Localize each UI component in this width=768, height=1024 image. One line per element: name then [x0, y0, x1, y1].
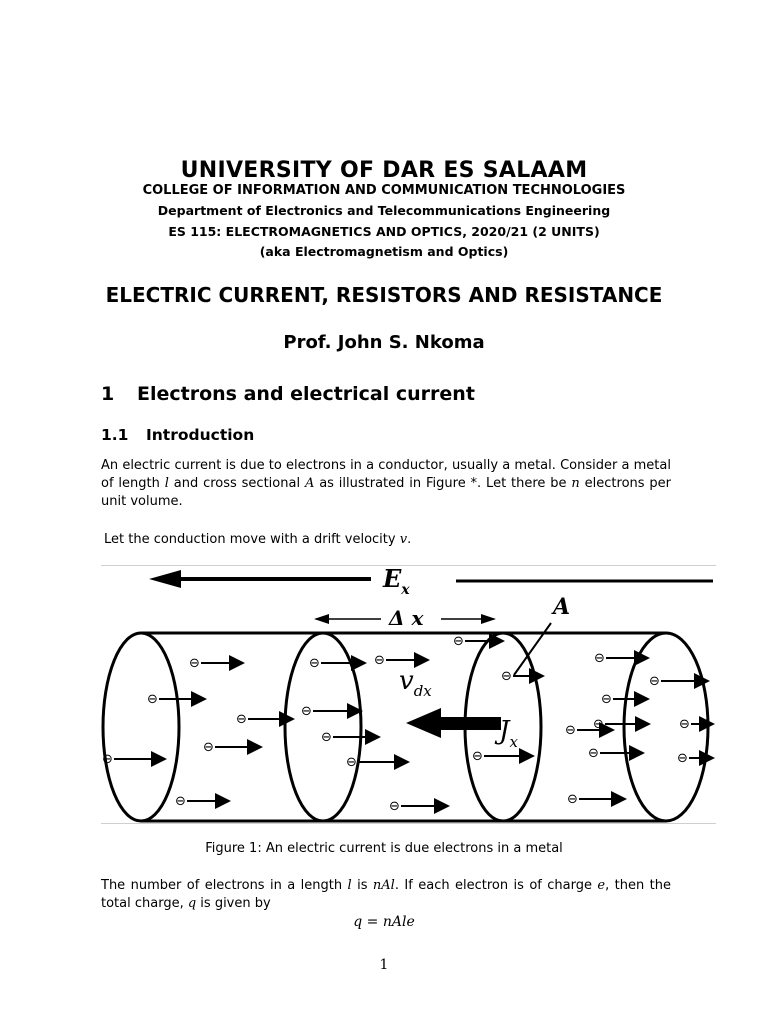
- svg-text:⊖: ⊖: [601, 692, 612, 707]
- electron: ⊖: [321, 729, 381, 745]
- svg-text:⊖: ⊖: [189, 656, 200, 671]
- svg-text:⊖: ⊖: [453, 634, 464, 649]
- svg-text:⊖: ⊖: [374, 653, 385, 668]
- velocity-label: vdx: [399, 666, 432, 700]
- electron: ⊖: [301, 703, 363, 719]
- electron: ⊖: [147, 691, 207, 707]
- subsection-heading: 1.1 Introduction: [101, 426, 254, 444]
- electron: ⊖: [374, 652, 430, 668]
- svg-text:⊖: ⊖: [389, 799, 400, 814]
- electron: ⊖: [565, 722, 615, 738]
- course-subtitle: (aka Electromagnetism and Optics): [259, 244, 509, 259]
- college-name: COLLEGE OF INFORMATION AND COMMUNICATION…: [142, 183, 626, 198]
- electron: ⊖: [588, 745, 645, 761]
- electron: ⊖: [203, 739, 263, 755]
- figure-bottom-rule: [101, 823, 716, 824]
- electron: ⊖: [346, 754, 410, 770]
- figure-caption: Figure 1: An electric current is due ele…: [205, 841, 563, 856]
- svg-text:⊖: ⊖: [588, 746, 599, 761]
- author-name: Prof. John S. Nkoma: [283, 332, 485, 353]
- department-name: Department of Electronics and Telecommun…: [157, 203, 611, 218]
- svg-text:⊖: ⊖: [175, 794, 186, 809]
- document-title: ELECTRIC CURRENT, RESISTORS AND RESISTAN…: [105, 283, 663, 307]
- electron: ⊖: [501, 668, 545, 684]
- electron: ⊖: [649, 673, 710, 689]
- subsection-number: 1.1: [101, 426, 129, 444]
- conductor-figure: Ex Δ x A ⊖ ⊖ ⊖ ⊖ ⊖ ⊖ ⊖ ⊖ ⊖ ⊖ ⊖ ⊖ ⊖ ⊖ ⊖ ⊖…: [101, 567, 715, 823]
- svg-text:⊖: ⊖: [236, 712, 247, 727]
- electron: ⊖: [453, 633, 505, 649]
- electron: ⊖: [389, 798, 450, 814]
- svg-text:⊖: ⊖: [501, 669, 512, 684]
- electron: ⊖: [679, 716, 715, 732]
- electron: ⊖: [309, 655, 367, 671]
- electron: ⊖: [567, 791, 627, 807]
- electron: ⊖: [472, 748, 535, 764]
- electron: ⊖: [677, 750, 715, 766]
- svg-text:⊖: ⊖: [147, 692, 158, 707]
- current-label: Jx: [494, 716, 518, 751]
- electron: ⊖: [175, 793, 231, 809]
- drift-paragraph: Let the conduction move with a drift vel…: [104, 532, 412, 547]
- delta-x-label: Δ x: [388, 606, 424, 630]
- svg-text:⊖: ⊖: [309, 656, 320, 671]
- course-title: ES 115: ELECTROMAGNETICS AND OPTICS, 202…: [168, 224, 600, 239]
- svg-text:⊖: ⊖: [472, 749, 483, 764]
- section-title: Electrons and electrical current: [137, 383, 475, 405]
- svg-text:⊖: ⊖: [321, 730, 332, 745]
- current-arrow: [406, 708, 501, 738]
- svg-text:⊖: ⊖: [679, 717, 690, 732]
- electron: ⊖: [236, 711, 295, 727]
- svg-text:⊖: ⊖: [346, 755, 357, 770]
- electron: ⊖: [102, 751, 167, 767]
- svg-text:⊖: ⊖: [301, 704, 312, 719]
- svg-text:⊖: ⊖: [677, 751, 688, 766]
- intro-paragraph: An electric current is due to electrons …: [101, 458, 672, 509]
- electrons: ⊖ ⊖ ⊖ ⊖ ⊖ ⊖ ⊖ ⊖ ⊖ ⊖ ⊖ ⊖ ⊖ ⊖ ⊖ ⊖ ⊖ ⊖ ⊖ ⊖ …: [102, 633, 715, 814]
- charge-paragraph: The number of electrons in a length l is…: [101, 878, 672, 911]
- delta-arrows: [314, 614, 496, 624]
- area-label: A: [551, 594, 570, 620]
- electron: ⊖: [189, 655, 245, 671]
- svg-text:⊖: ⊖: [203, 740, 214, 755]
- electron: ⊖: [601, 691, 650, 707]
- charge-equation: q = nAle: [353, 914, 415, 930]
- section-number: 1: [101, 383, 115, 405]
- svg-text:⊖: ⊖: [593, 717, 604, 732]
- page-number: 1: [379, 957, 389, 973]
- svg-text:⊖: ⊖: [565, 723, 576, 738]
- field-label: Ex: [382, 567, 410, 598]
- svg-text:⊖: ⊖: [567, 792, 578, 807]
- electron: ⊖: [594, 650, 650, 666]
- svg-text:⊖: ⊖: [594, 651, 605, 666]
- figure-top-rule: [101, 565, 716, 566]
- subsection-title: Introduction: [146, 426, 255, 444]
- svg-text:⊖: ⊖: [102, 752, 113, 767]
- field-arrow: [149, 570, 713, 588]
- section-heading: 1 Electrons and electrical current: [101, 383, 475, 405]
- svg-text:⊖: ⊖: [649, 674, 660, 689]
- university-name: UNIVERSITY OF DAR ES SALAAM: [180, 158, 588, 183]
